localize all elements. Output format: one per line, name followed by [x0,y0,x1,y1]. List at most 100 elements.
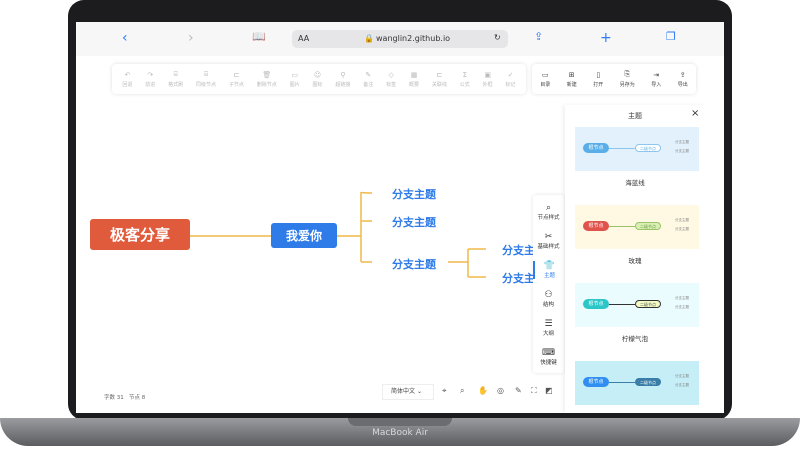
tag-icon: ◇ [388,70,394,79]
branch-node[interactable]: 分支主题 [392,258,436,271]
preview-root: 根节点 [583,143,609,153]
summary-button[interactable]: ▦概要 [409,71,419,88]
side-menu-label: 快捷键 [540,360,557,366]
icon-button[interactable]: ☺图标 [313,71,323,88]
text-size-button[interactable]: AA [298,34,310,43]
side-menu-base-style[interactable]: ✂基础样式 [533,232,564,250]
link-button[interactable]: ⚲超链接 [335,71,350,88]
fullscreen-icon[interactable]: ⛶ [531,386,537,395]
side-menu-node-style[interactable]: ⌕节点样式 [533,203,564,221]
chevron-down-icon: ⌄ [416,388,422,395]
mark-button[interactable]: ✓ 标记 [506,71,516,88]
preview-root: 根节点 [583,299,609,309]
theme-card[interactable]: 根节点二级节点分支主题分支主题 [575,361,699,405]
navigator-icon[interactable]: ◎ [497,386,504,395]
undo-icon: ↶ [124,70,131,79]
language-select[interactable]: 简体中文 ⌄ [382,384,434,400]
theme-panel: 主题 × 根节点二级节点分支主题分支主题海蓝线根节点二级节点分支主题分支主题玫瑰… [565,105,705,413]
edit-icon[interactable]: ✎ [515,386,522,395]
export-button[interactable]: ⇪导出 [678,71,688,88]
side-menu-label: 主题 [543,273,555,279]
locate-icon[interactable]: ⌖ [442,386,447,395]
delete-node-button[interactable]: 🗑删除节点 [257,71,277,88]
theme-card[interactable]: 根节点二级节点分支主题分支主题 [575,283,699,327]
preview-branch: 分支主题 [675,149,689,153]
import-button[interactable]: ⇥导入 [651,71,661,88]
preview-second: 二级节点 [635,144,661,152]
redo-icon: ↷ [147,70,154,79]
outline-icon: ☰ [544,319,553,329]
format-painter-button[interactable]: ⌸格式刷 [168,70,183,88]
save-as-button[interactable]: ⎘另存为 [620,70,635,88]
tag-button[interactable]: ◇标签 [386,71,396,88]
preview-branch: 分支主题 [675,383,689,387]
status-bar: 字数 31 节点 8 [104,393,145,401]
new-tab-icon[interactable]: + [600,30,612,46]
screen: ‹ › 📖 AA 🔒 wanglin2.github.io ↻ ⇪ + ❐ ↶回… [76,22,724,413]
forward-icon[interactable]: › [188,30,194,46]
zoom-icon[interactable]: ⌕ [460,386,465,395]
open-icon: ▯ [596,70,601,79]
toolbar-label: 标记 [505,81,516,88]
preview-branch: 分支主题 [675,140,689,144]
toolbar-label: 关联线 [431,81,447,88]
side-menu-structure[interactable]: ⚇结构 [533,290,564,308]
side-menu-theme[interactable]: 👕主题 [533,261,564,279]
theme-card[interactable]: 根节点二级节点分支主题分支主题 [575,205,699,249]
note-button[interactable]: ✎ 备注 [363,71,373,88]
directory-button[interactable]: ▭目录 [540,71,550,88]
sibling-node-icon: ⌸ [203,70,209,78]
back-icon[interactable]: ‹ [122,30,128,46]
share-icon[interactable]: ⇪ [534,30,544,43]
edit-toolbar: ↶回退↷前进⌸格式刷⌸同级节点⊏子节点🗑删除节点▭图片☺图标⚲超链接✎备注◇标签… [112,64,526,94]
node-count: 8 [141,395,146,401]
open-button[interactable]: ▯打开 [593,71,603,88]
preview-line [609,382,635,383]
toolbar-label: 超链接 [335,81,351,88]
child-node-button[interactable]: ⊏子节点 [229,71,244,88]
branch-node[interactable]: 分支主题 [392,188,436,201]
toolbar-label: 导入 [651,81,662,88]
toolbar-label: 格式刷 [168,82,184,88]
root-node[interactable]: 极客分享 [90,219,190,250]
side-menu-shortcut[interactable]: ⌨快捷键 [533,348,564,366]
theme-card[interactable]: 根节点二级节点分支主题分支主题 [575,127,699,171]
side-menu-label: 基础样式 [537,244,560,250]
tabs-icon[interactable]: ❐ [666,30,676,43]
preview-line [609,148,635,149]
bookmarks-icon[interactable]: 📖 [252,30,266,43]
device-label: MacBook Air [372,428,428,438]
association-line-button[interactable]: ⊏关联线 [432,71,447,88]
theme-name: 柠檬气泡 [622,335,648,343]
structure-icon: ⚇ [544,290,553,300]
toolbar-label: 公式 [459,81,470,88]
toolbar-label: 备注 [363,81,374,88]
toolbar-label: 另存为 [619,82,635,88]
note-icon: ✎ [365,70,372,79]
reload-icon[interactable]: ↻ [494,33,501,42]
branch-node[interactable]: 分支主题 [392,216,436,229]
hand-icon[interactable]: ✋ [478,386,488,395]
close-icon[interactable]: × [691,108,700,119]
toolbar-label: 图标 [312,81,323,88]
second-level-node[interactable]: 我爱你 [271,223,337,248]
side-menu-outline[interactable]: ☰大纲 [533,319,564,337]
preview-root: 根节点 [583,221,609,231]
address-bar[interactable]: AA 🔒 wanglin2.github.io ↻ [292,30,508,48]
sibling-node-button[interactable]: ⌸同级节点 [196,70,216,88]
mark-icon: ✓ [507,70,514,79]
toolbar-label: 前进 [145,81,156,88]
new-button[interactable]: ⊞新建 [567,71,577,88]
laptop-notch [348,418,452,426]
child-node-icon: ⊏ [233,70,240,79]
preview-branch: 分支主题 [675,305,689,309]
image-button[interactable]: ▭图片 [290,71,300,88]
redo-button[interactable]: ↷ 前进 [145,71,155,88]
minimap-icon[interactable]: ◩ [545,386,553,395]
preview-line [609,226,635,227]
outer-frame-button[interactable]: ▣外框 [483,71,493,88]
undo-button[interactable]: ↶回退 [122,71,132,88]
toolbar-label: 图片 [289,81,300,88]
toolbar-label: 目录 [540,81,551,88]
